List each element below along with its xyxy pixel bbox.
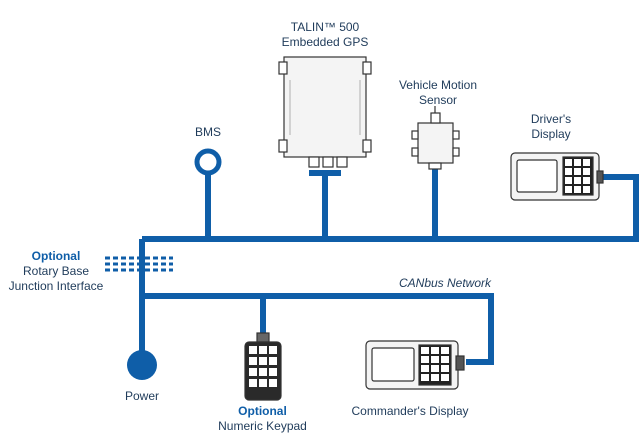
optional-rotary-tag: Optional (31, 249, 81, 263)
power-node-icon (127, 350, 157, 380)
display-unit-icon (365, 340, 465, 390)
gps-label-line2: Embedded GPS (281, 35, 369, 49)
motion-sensor-icon (411, 106, 460, 170)
gps-unit-icon (278, 56, 372, 168)
bms-label: BMS (194, 125, 221, 139)
rotary-label-line2: Junction Interface (8, 279, 104, 293)
vms-label: Vehicle Motion Sensor (393, 78, 483, 108)
display-unit-icon (510, 152, 604, 201)
lower-bus (142, 293, 494, 365)
vms-label-line1: Vehicle Motion (398, 78, 478, 92)
keypad-label: Optional Numeric Keypad (205, 404, 320, 434)
main-bus (142, 174, 639, 242)
rotary-label-line1: Rotary Base (22, 264, 90, 278)
gps-label-line1: TALIN™ 500 (290, 20, 360, 34)
commanders-display-label: Commander's Display (351, 404, 469, 418)
canbus-network-label: CANbus Network (398, 276, 492, 290)
drivers-display-label: Driver's Display (516, 112, 586, 142)
power-label: Power (124, 389, 159, 403)
drivers-label-line1: Driver's (530, 112, 572, 126)
numeric-keypad-icon (244, 332, 282, 401)
gps-label: TALIN™ 500 Embedded GPS (270, 20, 380, 50)
rotary-junction (105, 256, 173, 272)
rotary-junction-label: Optional Rotary Base Junction Interface (2, 249, 110, 294)
vms-label-line2: Sensor (418, 93, 458, 107)
optional-keypad-tag: Optional (238, 404, 287, 418)
bms-ring-icon (194, 148, 222, 176)
drivers-label-line2: Display (531, 127, 571, 141)
keypad-label-line2: Numeric Keypad (218, 419, 307, 433)
